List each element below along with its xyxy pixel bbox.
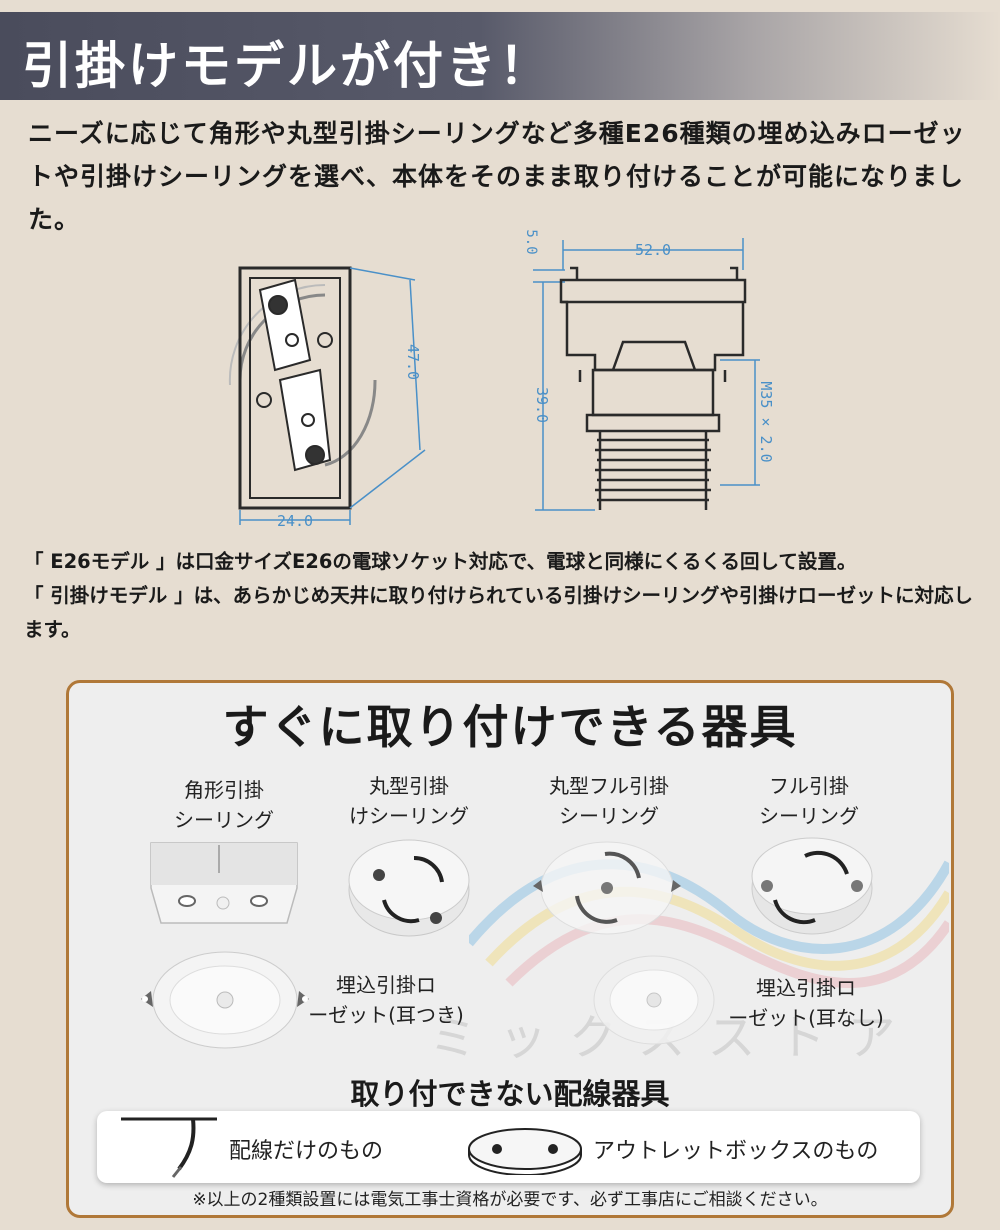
full-ceiling-image xyxy=(751,837,873,935)
fixture-label-round-ceiling: 丸型引掛 けシーリング xyxy=(349,774,469,828)
top-view-diagram: 24.0 47.0 xyxy=(228,266,426,530)
model-description: 「 E26モデル 」は口金サイズE26の電球ソケット対応で、電球と同様にくるくる… xyxy=(24,550,973,641)
outlet-box-icon xyxy=(468,1128,582,1175)
rosette-with-ears-image xyxy=(141,951,309,1049)
compatible-fixtures-panel: すぐに取り付けできる器具 ミックスストア 角形引掛 シーリング 丸型引掛 けシー… xyxy=(66,680,954,1218)
left-height-label: 47.0 xyxy=(404,344,422,380)
header-banner: 引掛けモデルが付き！ xyxy=(0,12,1000,100)
fixture-label-full-ceiling: フル引掛 シーリング xyxy=(759,774,859,828)
fixture-label-round-full-ceiling: 丸型フル引掛 シーリング xyxy=(549,774,669,828)
side-view-diagram: 52.0 5.0 39.0 M35 × 2.0 xyxy=(523,229,775,511)
right-width-label: 52.0 xyxy=(635,241,671,259)
left-width-label: 24.0 xyxy=(277,512,313,530)
right-height-label: 39.0 xyxy=(533,387,551,423)
footnote: ※以上の2種類設置には電気工事士資格が必要です、必ず工事店にご相談ください。 xyxy=(192,1190,828,1210)
right-top-label: 5.0 xyxy=(523,229,539,254)
round-full-ceiling-image xyxy=(533,841,681,935)
right-thread-label: M35 × 2.0 xyxy=(757,381,775,462)
panel-title: すぐに取り付けできる器具 xyxy=(222,700,798,754)
fixture-label-square-ceiling: 角形引掛 シーリング xyxy=(174,778,274,832)
wire-only-label: 配線だけのもの xyxy=(229,1139,384,1164)
fixture-label-rosette-with-ears: 埋込引掛ロ ーゼット(耳つき) xyxy=(308,973,464,1027)
cannot-install-title: 取り付できない配線器具 xyxy=(350,1077,670,1111)
cannot-install-box: 配線だけのもの アウトレットボックスのもの xyxy=(97,1111,920,1183)
square-ceiling-image xyxy=(150,842,298,924)
round-ceiling-image xyxy=(348,839,470,937)
fixture-label-rosette-without-ears: 埋込引掛ロ ーゼット(耳なし) xyxy=(728,976,884,1030)
intro-text: ニーズに応じて角形や丸型引掛シーリングなど多種E26種類の埋め込みローゼットや引… xyxy=(28,119,966,234)
rosette-without-ears-image xyxy=(593,955,715,1045)
outlet-box-label: アウトレットボックスのもの xyxy=(593,1139,879,1164)
page-title: 引掛けモデルが付き！ xyxy=(22,37,552,95)
wire-only-icon xyxy=(121,1117,217,1178)
